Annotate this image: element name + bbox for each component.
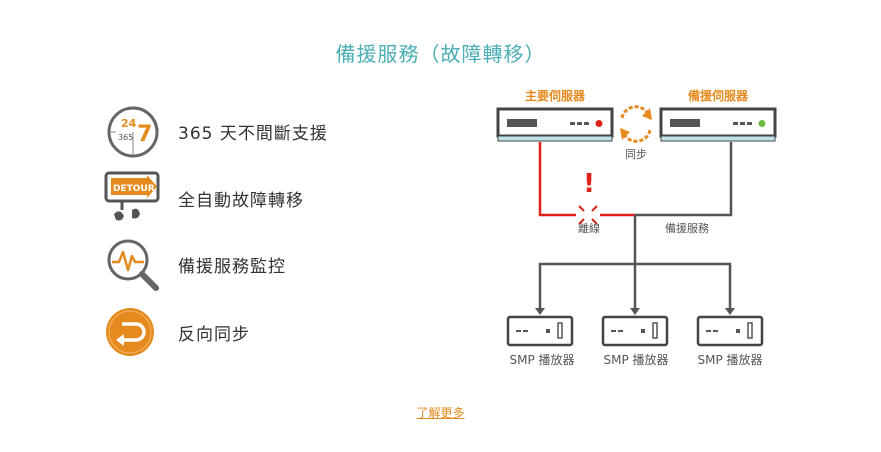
feature-item-reverse-sync: 反向同步 [104, 304, 424, 360]
feature-label: 全自動故障轉移 [178, 190, 304, 211]
svg-text:365: 365 [118, 133, 133, 142]
feature-label: 備援服務監控 [178, 256, 286, 277]
feature-label: 365 天不間斷支援 [178, 123, 328, 144]
feature-item-support: 24 7 365 365 天不間斷支援 [104, 103, 424, 159]
more-link-container: 了解更多 [0, 402, 881, 421]
feature-item-failover: DETOUR 全自動故障轉移 [104, 170, 424, 226]
status-led-ok [758, 120, 766, 127]
svg-text:7: 7 [137, 122, 152, 147]
svg-text:24: 24 [121, 117, 137, 130]
arrow-down-icon [630, 308, 640, 315]
reverse-arrow-icon [106, 308, 154, 356]
smp-player-label: SMP 播放器 [697, 352, 762, 367]
disconnect-spark-icon [578, 205, 598, 225]
page-title: 備援服務（故障轉移） [335, 42, 546, 66]
status-led-fault [595, 120, 603, 127]
primary-server-label: 主要伺服器 [525, 88, 586, 103]
backup-server [659, 107, 777, 142]
svg-text:DETOUR: DETOUR [113, 184, 155, 194]
backup-server-label: 備援伺服器 [688, 88, 749, 103]
arrow-down-icon [535, 308, 545, 315]
sync-icon [620, 105, 652, 143]
failover-diagram: 主要伺服器 備援伺服器 同步 ! 離線 備援服 [496, 88, 777, 367]
feature-label: 反向同步 [178, 324, 250, 345]
arrow-down-icon [725, 308, 735, 315]
smp-player [601, 315, 669, 347]
smp-player-label: SMP 播放器 [603, 352, 668, 367]
distribution-line [538, 262, 732, 309]
magnifier-pulse-icon [107, 239, 159, 291]
alert-mark: ! [583, 169, 595, 199]
sync-label: 同步 [625, 148, 647, 161]
smp-player [506, 315, 574, 347]
learn-more-link[interactable]: 了解更多 [416, 406, 465, 420]
disconnect-label: 離線 [578, 221, 600, 235]
backup-link-line [635, 142, 733, 217]
detour-sign-icon: DETOUR [104, 171, 160, 221]
smp-player [696, 315, 764, 347]
smp-player-label: SMP 播放器 [509, 352, 574, 367]
primary-server [496, 107, 614, 142]
failover-label: 備援服務 [665, 221, 709, 235]
clock-24-7-icon: 24 7 365 [107, 106, 159, 158]
feature-item-monitoring: 備援服務監控 [104, 236, 424, 292]
primary-link-line [538, 142, 576, 217]
